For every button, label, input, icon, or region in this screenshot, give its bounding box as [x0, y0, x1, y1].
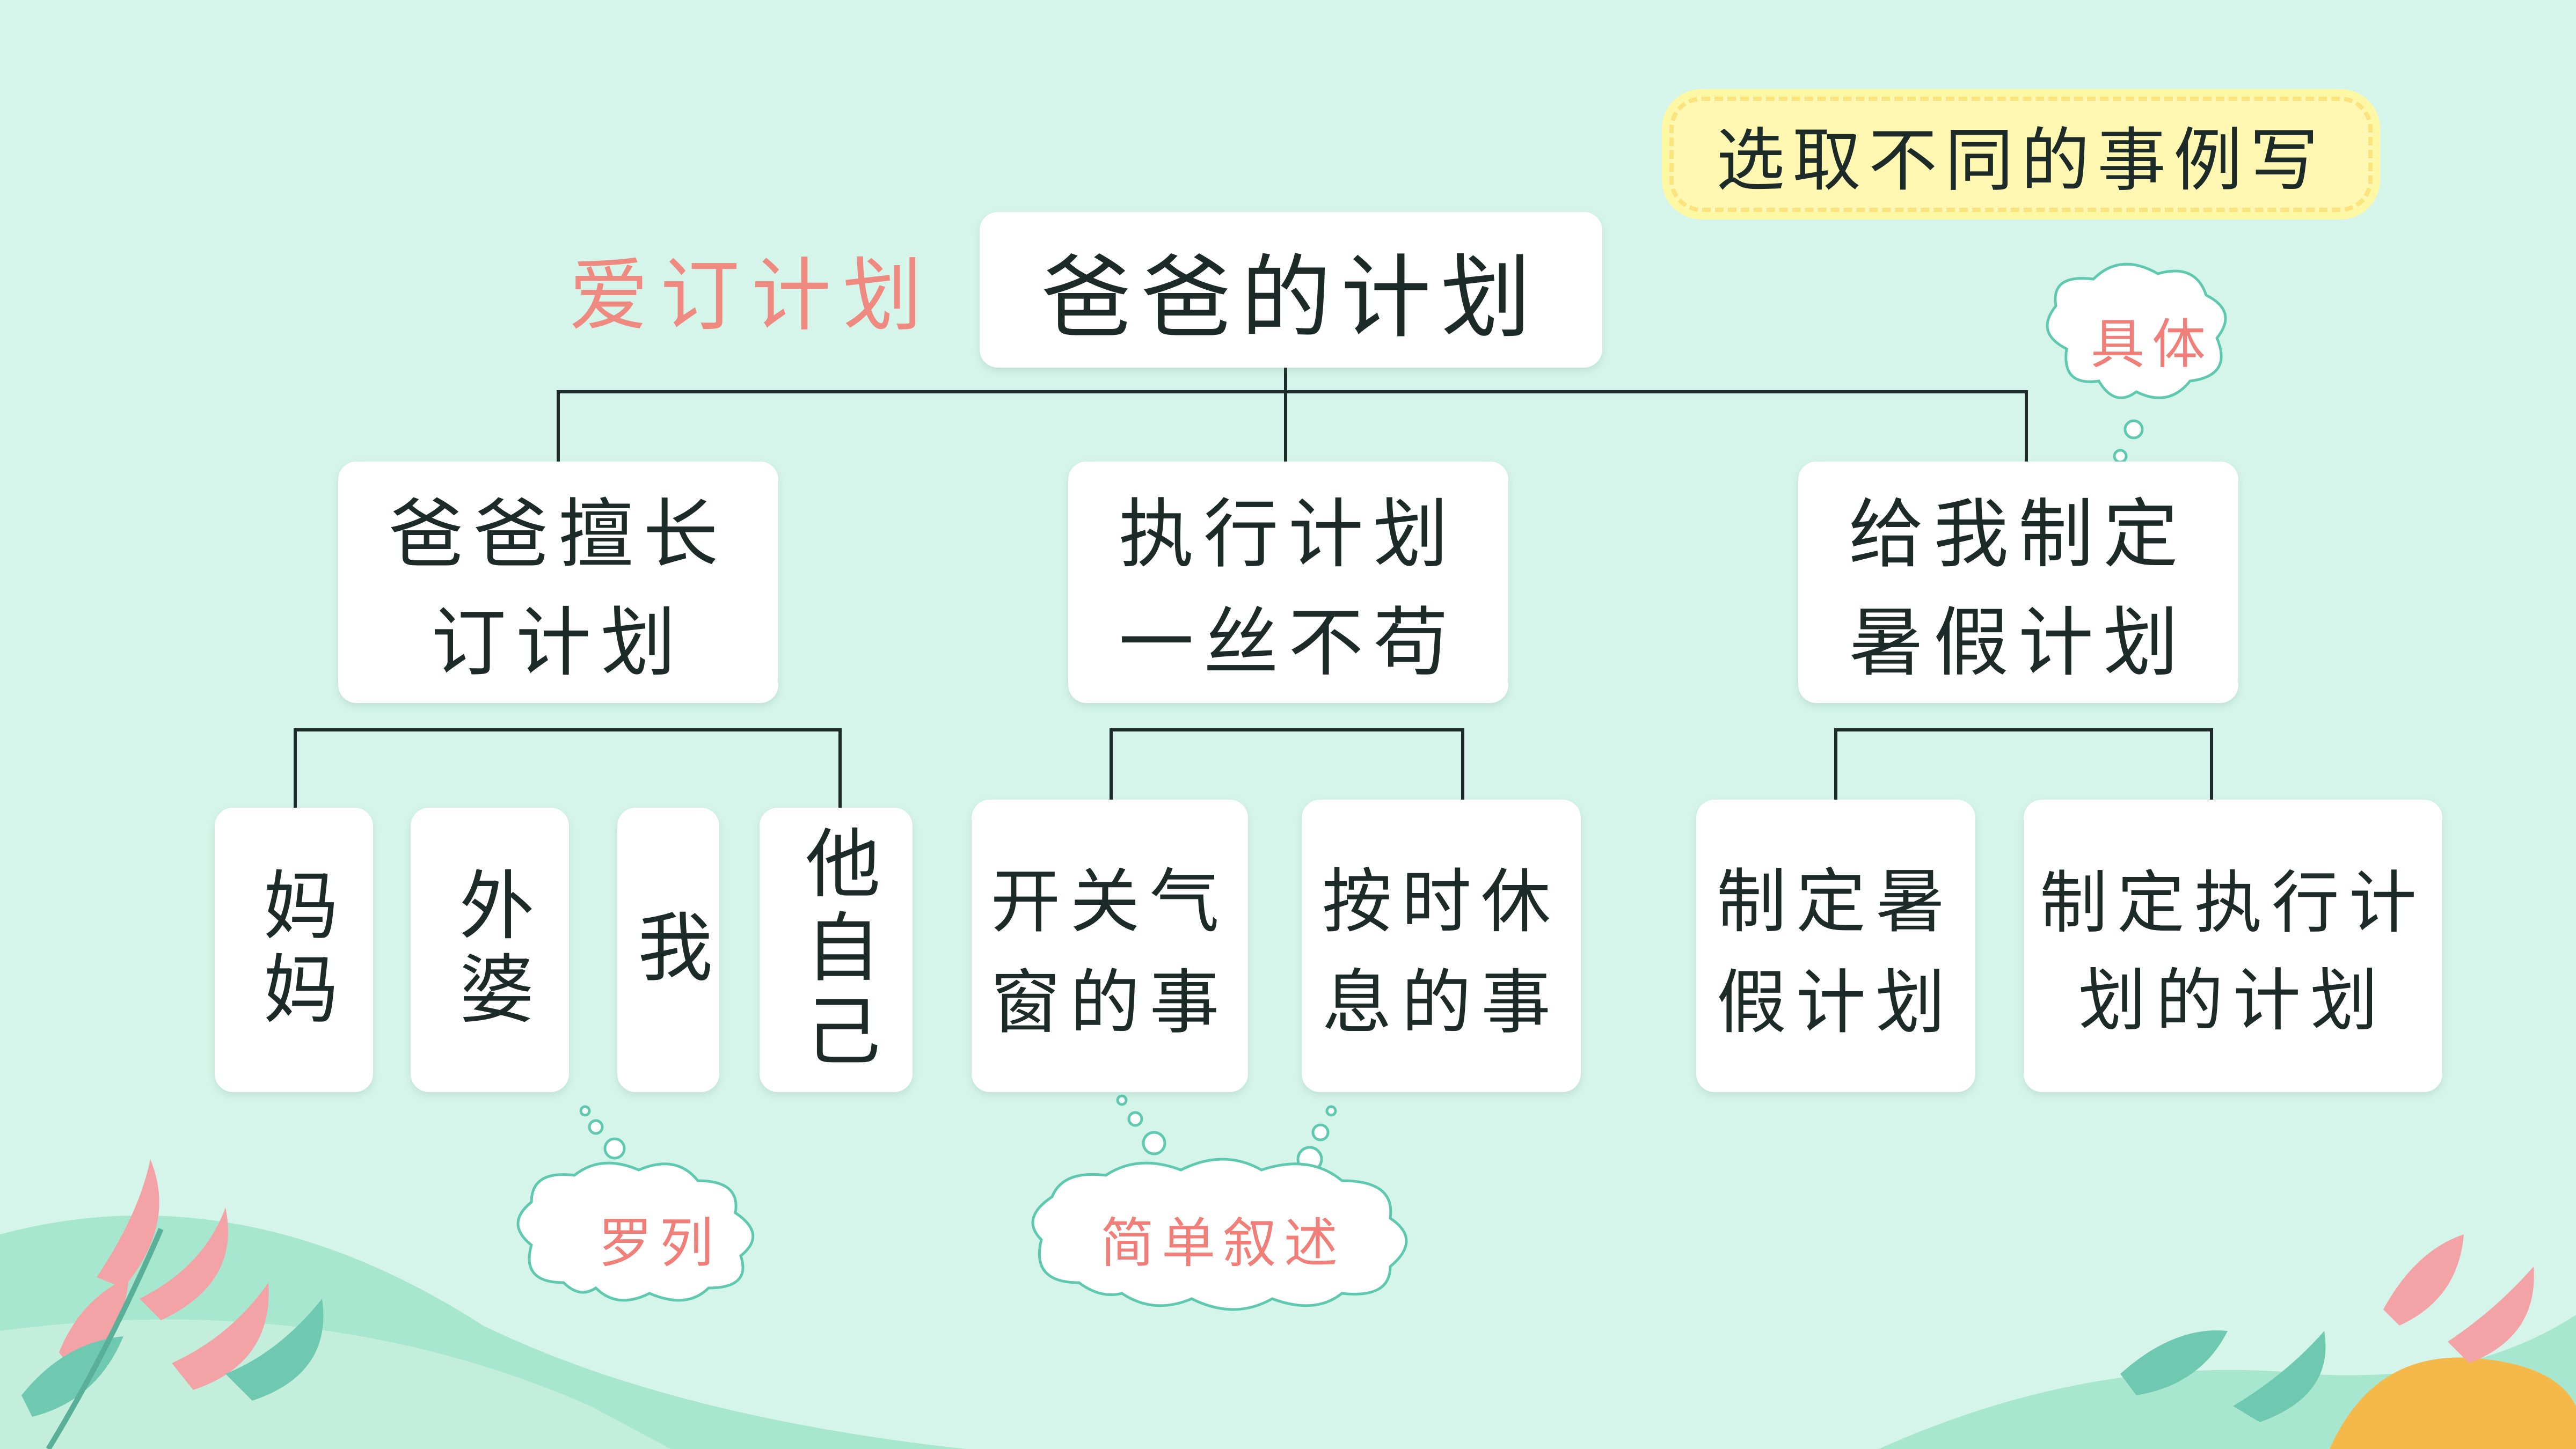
leaf-execution-plan: 制定执行计 划的计划	[2024, 800, 2442, 1092]
tree-connectors	[294, 368, 2213, 810]
node-line: 给我制定	[1848, 491, 2188, 579]
node-line: 订计划	[430, 599, 685, 687]
leaf-rest-event: 按时休 息的事	[1302, 800, 1581, 1092]
cloud-brief-text: 简单叙述	[1100, 1212, 1345, 1275]
root-prefix-label: 爱订计划	[569, 250, 934, 342]
right-leaf-sprig	[2383, 1234, 2534, 1363]
left-leaf-stem	[46, 1228, 164, 1449]
cloud-specific-text: 具体	[2091, 313, 2213, 376]
leaf-grandma: 外婆	[411, 808, 569, 1092]
leaf-line: 息的事	[1322, 961, 1560, 1043]
leaf-text: 妈妈	[250, 866, 338, 1034]
cloud-list	[516, 1105, 755, 1302]
leaf-line: 开关气	[990, 860, 1229, 942]
leaf-line: 按时休	[1322, 860, 1560, 942]
node-line: 暑假计划	[1848, 599, 2188, 687]
leaf-make-summer-plan: 制定暑 假计划	[1696, 800, 1975, 1092]
example-tag: 选取不同的事例写	[1669, 97, 2373, 212]
root-title: 爸爸的计划	[1041, 245, 1541, 350]
leaf-text: 我	[625, 908, 712, 992]
leaf-himself: 他自己	[760, 808, 913, 1092]
leaf-line: 制定执行计	[2040, 863, 2426, 942]
example-tag-label: 选取不同的事例写	[1716, 121, 2326, 201]
root-node: 爸爸的计划	[980, 212, 1602, 368]
node-line: 一丝不苟	[1118, 599, 1458, 687]
leaf-text: 他自己	[792, 824, 880, 1075]
node-line: 执行计划	[1118, 491, 1458, 579]
bottom-left-hill-light	[0, 1319, 671, 1449]
cloud-specific	[2046, 262, 2227, 478]
leaf-line: 制定暑	[1716, 860, 1955, 942]
leaf-line: 假计划	[1716, 961, 1955, 1043]
node-good-at-planning: 爸爸擅长 订计划	[338, 462, 778, 703]
leaf-line: 窗的事	[990, 961, 1229, 1043]
cloud-brief	[1031, 1094, 1408, 1311]
left-leaf-sprig	[59, 1159, 269, 1390]
node-execute-plan: 执行计划 一丝不苟	[1068, 462, 1508, 703]
right-leaf-green	[2120, 1330, 2326, 1422]
leaf-me: 我	[617, 808, 719, 1092]
node-line: 爸爸擅长	[388, 491, 728, 579]
cloud-list-text: 罗列	[599, 1212, 721, 1275]
node-summer-plan: 给我制定 暑假计划	[1798, 462, 2238, 703]
leaf-text: 外婆	[446, 866, 534, 1034]
leaf-line: 划的计划	[2078, 961, 2388, 1040]
leaf-mom: 妈妈	[215, 808, 373, 1092]
leaf-window-event: 开关气 窗的事	[972, 800, 1248, 1092]
bottom-right-blob-orange	[2330, 1357, 2576, 1449]
